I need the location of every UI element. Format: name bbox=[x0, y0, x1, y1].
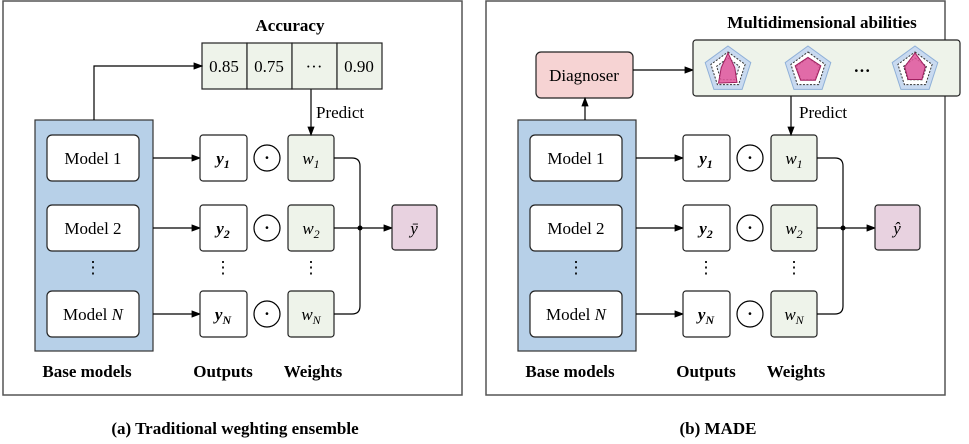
accuracy-value: 0.75 bbox=[254, 57, 284, 76]
odot-symbol: · bbox=[747, 218, 753, 237]
weight-symbol: w2 bbox=[302, 219, 319, 241]
model-label: Model 1 bbox=[547, 149, 604, 168]
caption: (b) MADE bbox=[680, 419, 757, 438]
output-symbol: yN bbox=[213, 305, 233, 327]
accuracy-value: 0.85 bbox=[209, 57, 239, 76]
output-symbol: yN bbox=[696, 305, 716, 327]
output-box bbox=[199, 290, 248, 338]
model-box bbox=[46, 290, 140, 338]
hadamard-icon bbox=[736, 214, 764, 242]
merge-line bbox=[334, 157, 361, 315]
odot-symbol: · bbox=[264, 304, 270, 323]
result-box bbox=[874, 204, 921, 251]
hadamard-icon bbox=[736, 300, 764, 328]
outputs-label: Outputs bbox=[193, 362, 253, 381]
weight-symbol: wN bbox=[784, 305, 804, 327]
odot-symbol: · bbox=[264, 218, 270, 237]
output-symbol: y2 bbox=[697, 219, 713, 241]
output-box bbox=[682, 204, 731, 252]
hadamard-icon bbox=[253, 214, 281, 242]
vdots: ⋮ bbox=[568, 258, 585, 277]
model-box bbox=[46, 204, 140, 252]
weight-symbol: w2 bbox=[785, 219, 802, 241]
weight-symbol: wN bbox=[301, 305, 321, 327]
predict-label: Predict bbox=[799, 103, 847, 122]
output-box bbox=[682, 134, 731, 182]
output-box bbox=[682, 290, 731, 338]
weights-label: Weights bbox=[284, 362, 343, 381]
hadamard-icon bbox=[253, 144, 281, 172]
output-box bbox=[199, 134, 248, 182]
output-symbol: y1 bbox=[697, 149, 713, 171]
vdots: ⋮ bbox=[698, 258, 715, 277]
radar-chart-icon bbox=[891, 45, 939, 90]
merge-line bbox=[817, 157, 844, 315]
result-box bbox=[391, 204, 438, 251]
accuracy-title: Accuracy bbox=[256, 16, 325, 35]
base-models-label: Base models bbox=[42, 362, 132, 381]
arrow bbox=[93, 62, 204, 120]
caption: (a) Traditional weghting ensemble bbox=[111, 419, 359, 438]
accuracy-cell bbox=[291, 42, 338, 90]
model-box bbox=[529, 290, 623, 338]
base-models-label: Base models bbox=[525, 362, 615, 381]
panel-a-frame bbox=[2, 0, 463, 396]
radar-chart-icon bbox=[784, 45, 832, 90]
accuracy-cell bbox=[201, 42, 248, 90]
model-label: Model 2 bbox=[547, 219, 604, 238]
diagnoser-label: Diagnoser bbox=[549, 66, 619, 85]
hadamard-icon bbox=[253, 300, 281, 328]
panel-b-frame bbox=[485, 0, 946, 396]
model-box bbox=[46, 134, 140, 182]
model-label: Model N bbox=[546, 305, 608, 324]
vdots: ⋮ bbox=[303, 258, 320, 277]
model-box bbox=[529, 134, 623, 182]
weight-symbol: w1 bbox=[785, 149, 802, 171]
odot-symbol: · bbox=[747, 148, 753, 167]
model-box bbox=[529, 204, 623, 252]
accuracy-value: ··· bbox=[306, 57, 323, 76]
abilities-title: Multidimensional abilities bbox=[727, 13, 917, 32]
radar-chart-icon bbox=[704, 45, 752, 90]
ellipsis: ··· bbox=[853, 61, 870, 80]
odot-symbol: · bbox=[264, 148, 270, 167]
predict-label: Predict bbox=[316, 103, 364, 122]
result-symbol: ȳ bbox=[408, 219, 418, 238]
result-symbol: ŷ bbox=[891, 219, 901, 238]
weights-label: Weights bbox=[767, 362, 826, 381]
vdots: ⋮ bbox=[786, 258, 803, 277]
accuracy-value: 0.90 bbox=[344, 57, 374, 76]
model-label: Model 1 bbox=[64, 149, 121, 168]
odot-symbol: · bbox=[747, 304, 753, 323]
hadamard-icon bbox=[736, 144, 764, 172]
vdots: ⋮ bbox=[85, 258, 102, 277]
weight-symbol: w1 bbox=[302, 149, 319, 171]
accuracy-cell bbox=[336, 42, 383, 90]
output-box bbox=[199, 204, 248, 252]
model-label: Model N bbox=[63, 305, 125, 324]
vdots: ⋮ bbox=[215, 258, 232, 277]
model-label: Model 2 bbox=[64, 219, 121, 238]
output-symbol: y1 bbox=[214, 149, 230, 171]
output-symbol: y2 bbox=[214, 219, 230, 241]
outputs-label: Outputs bbox=[676, 362, 736, 381]
